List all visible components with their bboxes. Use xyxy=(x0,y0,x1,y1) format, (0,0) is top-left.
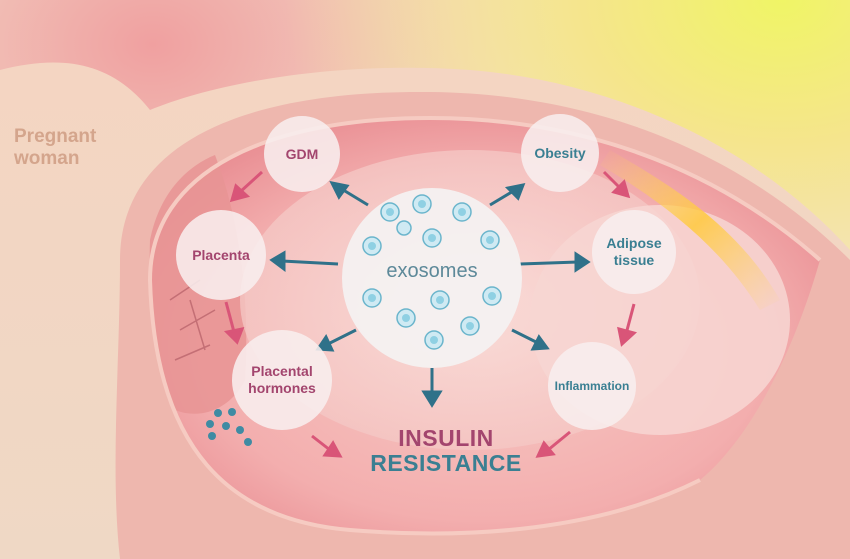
obesity-node: Obesity xyxy=(521,114,599,192)
placental-hormones-line2: hormones xyxy=(248,380,316,396)
exosomes-circle: exosomes xyxy=(342,188,522,368)
placental-hormones-line1: Placental xyxy=(251,363,313,380)
woman-label-line1: Pregnant xyxy=(14,126,97,147)
placenta-label: Placenta xyxy=(192,246,250,263)
inflammation-label: Inflammation xyxy=(554,378,630,393)
resistance-text: RESISTANCE xyxy=(370,450,522,477)
exosome-vesicles xyxy=(362,194,502,350)
exosomes-label: exosomes xyxy=(386,260,478,282)
woman-label-line2: woman xyxy=(14,147,80,169)
pink-arrows xyxy=(223,170,638,458)
pregnant-woman-label: Pregnant woman xyxy=(14,126,96,170)
placenta-node: Placenta xyxy=(176,210,266,300)
gdm-node: GDM xyxy=(264,116,340,192)
insulin-resistance-label: INSULIN RESISTANCE xyxy=(346,425,546,477)
adipose-tissue-node: Adipose tissue xyxy=(592,210,676,294)
inflammation-node: Inflammation xyxy=(548,342,636,430)
exosome-dots xyxy=(206,408,252,446)
teal-arrows xyxy=(269,180,591,408)
adipose-label-line1: Adipose xyxy=(606,235,662,252)
insulin-text: INSULIN xyxy=(398,425,494,451)
obesity-label: Obesity xyxy=(534,144,586,161)
adipose-label-line2: tissue xyxy=(613,252,655,268)
gdm-label: GDM xyxy=(285,145,319,162)
placental-hormones-node: Placental hormones xyxy=(232,330,332,430)
